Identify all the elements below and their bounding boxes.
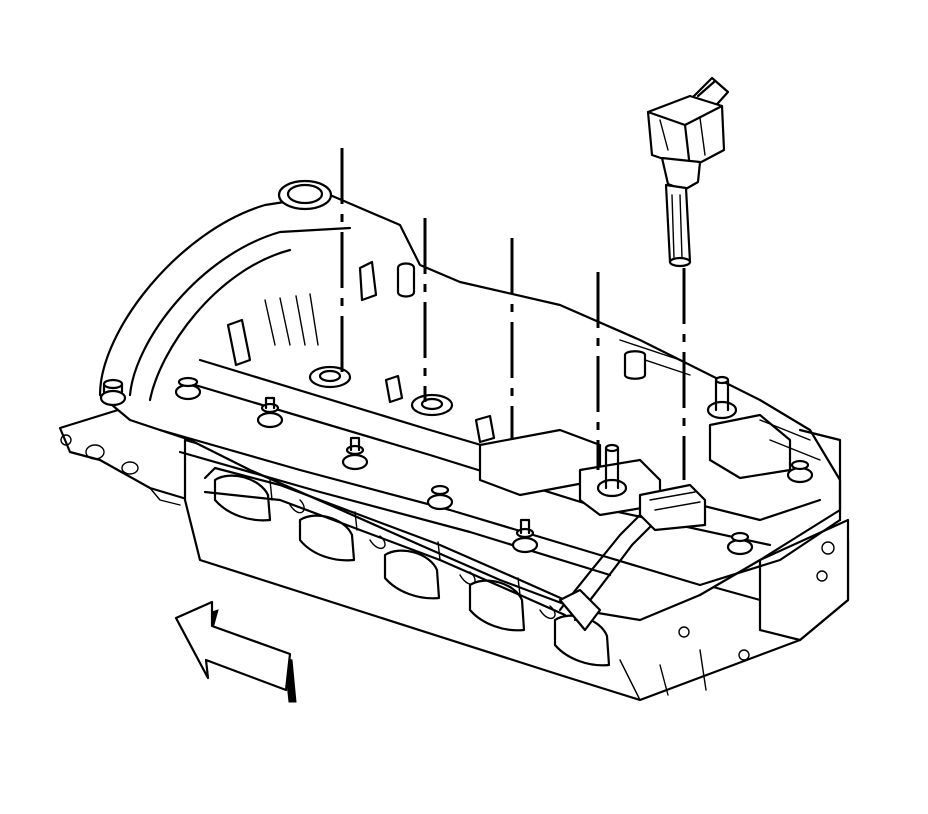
cover-bolts xyxy=(99,375,814,556)
cover-bolt xyxy=(726,531,754,556)
cover-bolt xyxy=(511,518,539,554)
cover-bolt xyxy=(99,378,127,407)
cover-bolt xyxy=(341,436,369,471)
cover-bolt xyxy=(596,443,628,498)
cover-bolt xyxy=(174,376,202,401)
fuel-injector-rail-and-harness xyxy=(203,466,707,632)
cover-bolt xyxy=(426,484,454,511)
ignition-coil xyxy=(646,76,730,268)
cover-bolt xyxy=(256,396,284,429)
direction-arrow xyxy=(174,600,297,703)
coil-installation-guide-lines xyxy=(340,148,686,480)
cover-bolt xyxy=(706,375,738,420)
cover-bolt xyxy=(786,459,814,484)
